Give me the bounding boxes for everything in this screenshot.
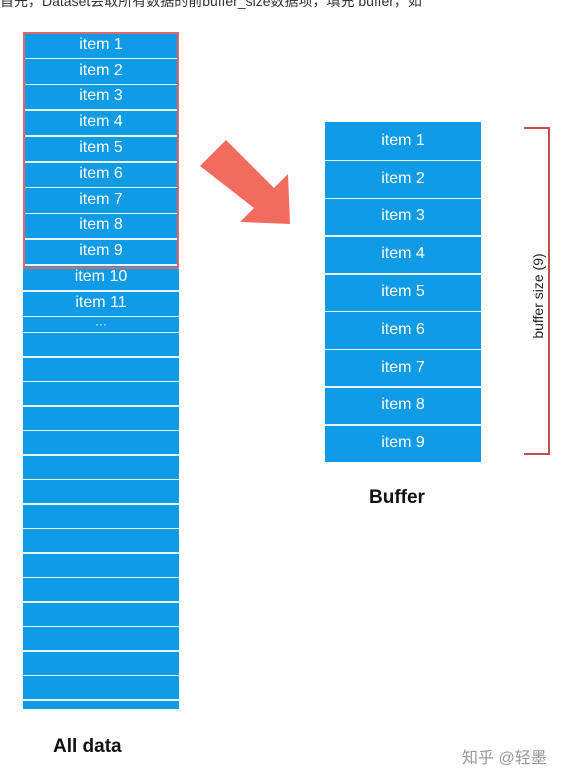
row-divider (325, 235, 481, 237)
arrow-icon (200, 140, 290, 224)
row-divider (23, 503, 179, 505)
buffer-column: item 1 item 2 item 3 item 4 item 5 item 6 item… (325, 122, 481, 462)
row-divider (23, 405, 179, 407)
buffer-item: item 5 (381, 282, 425, 300)
row-divider (23, 699, 179, 701)
row-divider (23, 186, 179, 189)
row-divider (23, 625, 179, 628)
row-divider (23, 161, 179, 163)
row-divider (23, 135, 179, 137)
all-data-item: item 10 (74, 268, 128, 286)
buffer-item: item 3 (381, 207, 425, 225)
row-divider (23, 212, 179, 215)
buffer-item: item 9 (381, 434, 425, 452)
selection-highlight-box (23, 32, 179, 269)
row-divider (23, 478, 179, 481)
buffer-item: item 6 (381, 320, 425, 338)
ellipsis-item: ··· (95, 316, 107, 331)
row-divider (23, 454, 179, 456)
row-divider (325, 348, 481, 351)
buffer-size-bracket (524, 127, 550, 455)
row-divider (325, 159, 481, 162)
all-data-item: item 6 (79, 164, 123, 182)
buffer-item: item 4 (381, 245, 425, 263)
row-divider (23, 331, 179, 334)
all-data-item: item 3 (79, 87, 123, 105)
buffer-size-label: buffer size (9) (530, 253, 546, 339)
buffer-item: item 1 (381, 131, 425, 149)
row-divider (325, 273, 481, 275)
row-divider (23, 238, 179, 240)
all-data-column: item 1 item 2 item 3 item 4 item 5 item 6 item… (23, 32, 179, 709)
row-divider (325, 310, 481, 313)
row-divider (23, 601, 179, 603)
all-data-item: item 7 (79, 190, 123, 208)
all-data-item: item 4 (79, 113, 123, 131)
row-divider (325, 424, 481, 426)
row-divider (23, 264, 179, 266)
row-divider (325, 197, 481, 200)
all-data-item: item 5 (79, 139, 123, 157)
buffer-caption: Buffer (369, 487, 425, 508)
buffer-item: item 8 (381, 396, 425, 414)
row-divider (23, 83, 179, 86)
row-divider (23, 315, 179, 318)
row-divider (23, 429, 179, 432)
row-divider (23, 57, 179, 60)
all-data-caption: All data (53, 736, 122, 757)
row-divider (23, 527, 179, 530)
row-divider (23, 290, 179, 292)
row-divider (23, 109, 179, 111)
row-divider (23, 650, 179, 652)
all-data-item: item 1 (79, 35, 123, 53)
row-divider (23, 576, 179, 579)
buffer-item: item 2 (381, 169, 425, 187)
all-data-item: item 11 (75, 293, 127, 311)
row-divider (23, 380, 179, 383)
row-divider (325, 386, 481, 388)
all-data-item: item 9 (79, 242, 123, 260)
buffer-item: item 7 (381, 358, 425, 376)
row-divider (23, 674, 179, 677)
top-text: 首先，Dataset会取所有数据的前buffer_size数据项，填充 buff… (0, 0, 422, 9)
all-data-item: item 8 (79, 216, 123, 234)
row-divider (23, 552, 179, 554)
all-data-item: item 2 (79, 61, 123, 79)
watermark: 知乎 @轻墨 (462, 750, 547, 767)
row-divider (23, 356, 179, 358)
